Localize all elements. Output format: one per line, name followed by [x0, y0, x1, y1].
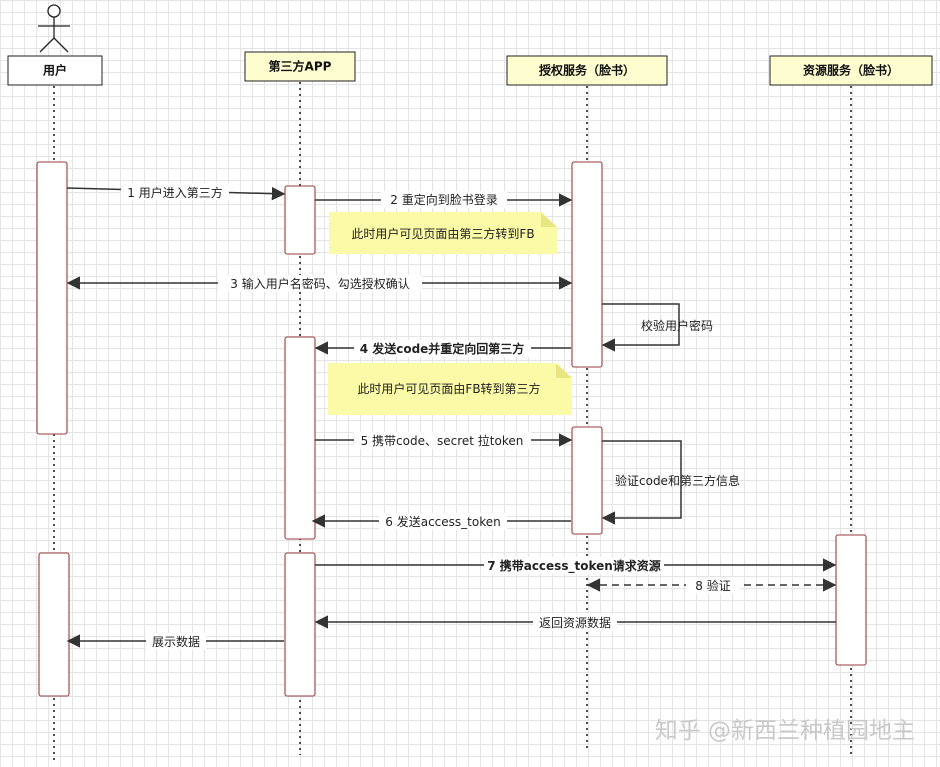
- message-1-label: 1 用户进入第三方: [127, 185, 222, 200]
- message-5-label: 5 携带code、secret 拉token: [361, 433, 524, 448]
- participant-third-party-app: 第三方APP: [244, 51, 356, 82]
- participant-user: 用户: [7, 55, 103, 86]
- note-2-text: 此时用户可见页面由FB转到第三方: [357, 381, 540, 396]
- participant-user-label: 用户: [42, 63, 67, 78]
- self-message-verify-password-label: 校验用户密码: [641, 318, 713, 333]
- message-7-label: 7 携带access_token请求资源: [487, 558, 661, 574]
- activation-auth-1: [571, 161, 603, 368]
- participant-auth-service: 授权服务（脸书）: [506, 55, 668, 86]
- actor-stick-figure-icon: [38, 4, 70, 53]
- message-2-label: 2 重定向到脸书登录: [390, 192, 497, 207]
- note-1-text: 此时用户可见页面由第三方转到FB: [351, 226, 534, 241]
- activation-app-2: [284, 336, 316, 540]
- message-3-label: 3 输入用户名密码、勾选授权确认: [230, 276, 409, 291]
- message-4-label: 4 发送code并重定向回第三方: [360, 341, 525, 356]
- activation-resource-1: [835, 534, 867, 666]
- activation-user-2: [38, 552, 70, 697]
- note-1: 此时用户可见页面由第三方转到FB: [329, 212, 557, 254]
- self-message-verify-code-arrow: [601, 440, 682, 525]
- activation-user-1: [36, 161, 68, 435]
- note-2: 此时用户可见页面由FB转到第三方: [328, 363, 572, 415]
- participant-resource-service-label: 资源服务（脸书）: [803, 63, 899, 78]
- watermark: 知乎 @新西兰种植园地主: [655, 718, 915, 744]
- participant-auth-service-label: 授权服务（脸书）: [539, 63, 635, 78]
- self-message-verify-code-label: 验证code和第三方信息: [615, 473, 740, 488]
- message-6-label: 6 发送access_token: [385, 514, 500, 529]
- message-return-resource-label: 返回资源数据: [539, 615, 611, 630]
- message-8-label: 8 验证: [695, 578, 730, 593]
- participant-resource-service: 资源服务（脸书）: [769, 55, 933, 86]
- participant-third-party-app-label: 第三方APP: [269, 59, 332, 74]
- activation-auth-2: [571, 426, 603, 535]
- message-display-data-label: 展示数据: [152, 634, 200, 649]
- activation-app-1: [284, 185, 316, 255]
- activation-app-3: [284, 552, 316, 697]
- self-message-verify-password-arrow: [601, 303, 680, 352]
